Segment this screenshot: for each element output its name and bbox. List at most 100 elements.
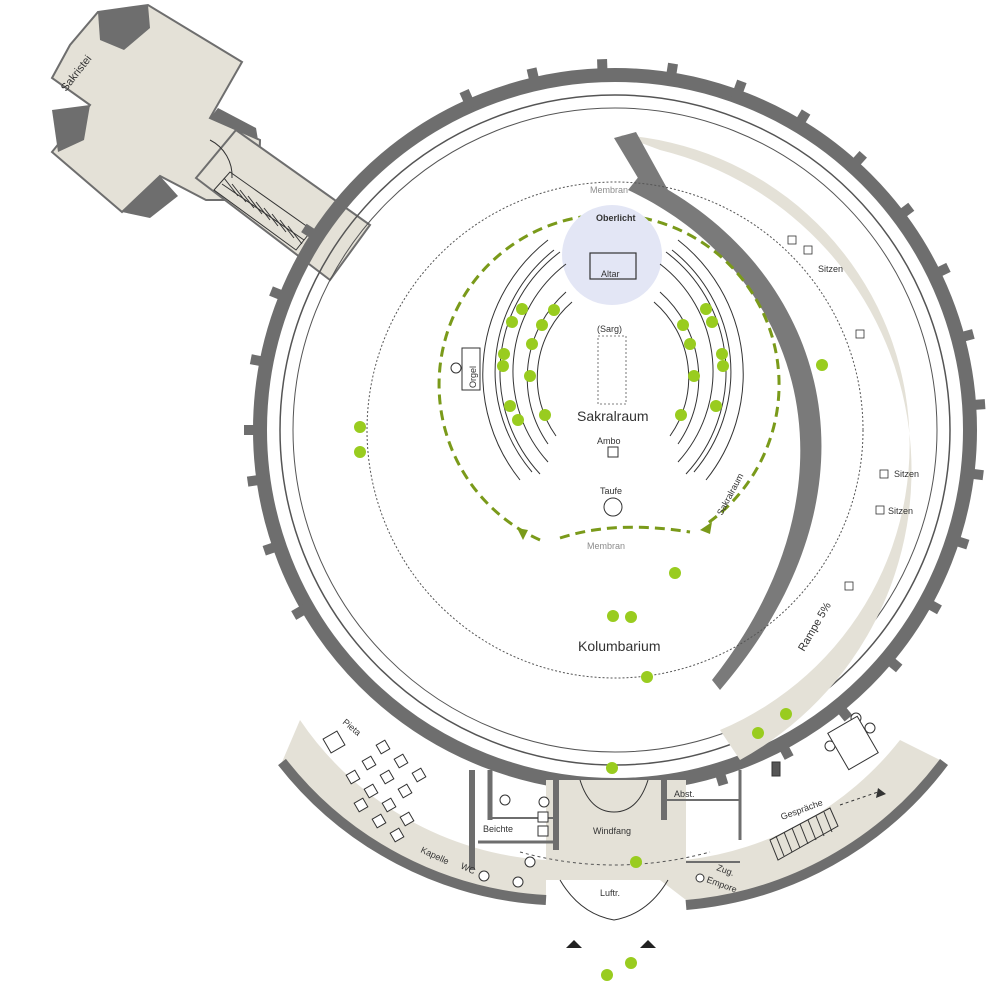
green-dot: [706, 316, 718, 328]
buttress: [246, 474, 267, 487]
pews-right: [653, 239, 744, 481]
green-dot: [536, 319, 548, 331]
pieta-chair: [353, 797, 369, 813]
sakristei-stairs: [213, 171, 313, 251]
label-sakralraum-curved: Sakralraum: [715, 472, 745, 517]
green-dot: [780, 708, 792, 720]
label-taufe: Taufe: [600, 486, 622, 496]
green-dot: [607, 610, 619, 622]
buttress: [847, 150, 867, 172]
buttress: [893, 202, 915, 222]
green-dot: [354, 446, 366, 458]
label-sitzen-2: Sitzen: [894, 469, 919, 479]
wall-buttresses: [244, 59, 986, 787]
fixtures: [322, 712, 879, 888]
label-altar: Altar: [601, 269, 620, 279]
label-sitzen-1: Sitzen: [818, 264, 843, 274]
label-membran-top: Membran: [590, 185, 628, 195]
green-dot: [684, 338, 696, 350]
pieta-chair: [361, 755, 377, 771]
ramp-wall: [628, 175, 822, 690]
pieta-chairs: [345, 739, 427, 843]
lower-annex: Pieta Beichte Kapelle WC Windfang Luftr.…: [278, 712, 949, 948]
orgel: [461, 347, 481, 391]
green-dot: [688, 370, 700, 382]
pieta-chair: [411, 767, 427, 783]
green-dot: [717, 360, 729, 372]
pews-left: [482, 239, 573, 481]
buttress: [526, 67, 541, 88]
label-beichte: Beichte: [483, 824, 513, 834]
sakralraum-boundary: [437, 213, 781, 542]
altar: [589, 252, 637, 280]
green-dot: [354, 421, 366, 433]
green-dot: [601, 969, 613, 981]
sarg-outline: [597, 335, 627, 405]
green-dot: [512, 414, 524, 426]
entrance-markers: [566, 940, 656, 948]
pieta-chair: [399, 811, 415, 827]
green-dot: [710, 400, 722, 412]
label-membran-bottom: Membran: [587, 541, 625, 551]
green-dot: [504, 400, 516, 412]
green-dot: [677, 319, 689, 331]
label-abst: Abst.: [674, 789, 695, 799]
buttress: [665, 62, 678, 83]
buttress: [949, 534, 970, 550]
buttress: [291, 602, 312, 620]
buttress: [966, 399, 986, 411]
buttress: [964, 468, 984, 481]
label-sitzen-3: Sitzen: [888, 506, 913, 516]
buttress: [833, 701, 853, 722]
taufe-font: [603, 497, 623, 517]
buttress: [954, 329, 975, 344]
green-dot: [539, 409, 551, 421]
label-ambo: Ambo: [597, 436, 621, 446]
pieta-chair: [397, 783, 413, 799]
pieta-chair: [381, 797, 397, 813]
sakristei-annex: Sakristei: [50, 3, 372, 282]
label-sarg: (Sarg): [597, 324, 622, 334]
empore-stairs: [769, 807, 839, 861]
green-dot: [752, 727, 764, 739]
pieta-chair: [393, 753, 409, 769]
buttress: [792, 109, 811, 130]
label-rampe: Rampe 5%: [796, 600, 834, 653]
pieta-chair: [375, 739, 391, 755]
green-dot: [625, 611, 637, 623]
label-kolumbarium: Kolumbarium: [578, 638, 660, 654]
green-dot: [516, 303, 528, 315]
label-oberlicht: Oberlicht: [596, 213, 636, 223]
green-dot: [524, 370, 536, 382]
buttress: [731, 79, 747, 100]
buttress: [244, 425, 262, 435]
green-dot: [816, 359, 828, 371]
buttress: [597, 59, 608, 78]
green-dot: [675, 409, 687, 421]
sitz-seats: [787, 235, 889, 591]
green-dot: [497, 360, 509, 372]
oberlicht-halo: [562, 205, 662, 305]
ambo: [607, 446, 619, 458]
label-orgel: Orgel: [468, 366, 478, 388]
pieta-chair: [363, 783, 379, 799]
label-sakralraum: Sakralraum: [577, 408, 649, 424]
green-dot: [625, 957, 637, 969]
buttress: [713, 766, 729, 787]
pieta-chair: [371, 813, 387, 829]
buttress: [921, 596, 942, 615]
buttress: [269, 286, 290, 303]
green-dot: [630, 856, 642, 868]
green-dot: [641, 671, 653, 683]
pieta-chair: [345, 769, 361, 785]
entry-arrow-right: [700, 522, 712, 534]
entry-arrow-left: [517, 528, 528, 540]
green-dot: [700, 303, 712, 315]
label-pieta: Pieta: [341, 717, 363, 738]
buttress: [459, 89, 476, 110]
green-dot: [548, 304, 560, 316]
buttress: [301, 223, 322, 242]
buttress: [882, 653, 903, 673]
green-dot: [716, 348, 728, 360]
